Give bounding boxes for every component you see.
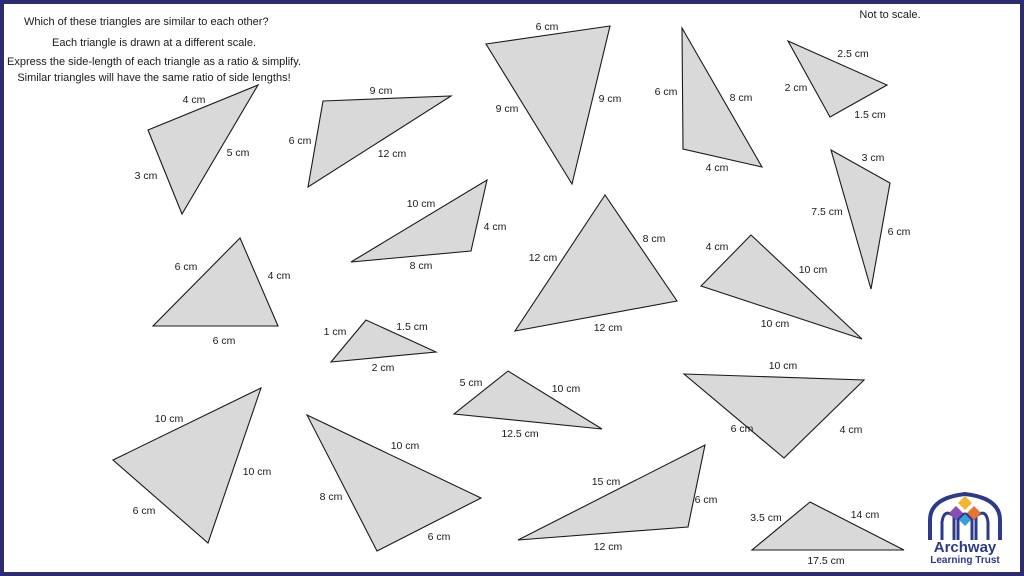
side-length-label: 5 cm [227, 147, 250, 159]
triangle-15: 10 cm 8 cm 6 cm [305, 413, 483, 552]
triangle-shape [112, 386, 262, 544]
side-length-label: 5 cm [460, 377, 483, 389]
triangle-3: 6 cm 9 cm 9 cm [485, 21, 622, 186]
triangle-11: 1 cm 1.5 cm 2 cm [324, 319, 439, 374]
side-length-label: 8 cm [730, 92, 753, 104]
side-length-label: 4 cm [706, 241, 729, 253]
side-length-label: 4 cm [484, 221, 507, 233]
side-length-label: 17.5 cm [807, 555, 845, 567]
instruction-ratio: Express the side-length of each triangle… [7, 56, 301, 68]
triangle-7: 3 cm 7.5 cm 6 cm [811, 148, 911, 290]
side-length-label: 3 cm [135, 170, 158, 182]
side-length-label: 9 cm [496, 103, 519, 115]
side-length-label: 8 cm [320, 491, 343, 503]
triangle-16: 15 cm 6 cm 12 cm [517, 443, 718, 553]
side-length-label: 12.5 cm [501, 428, 539, 440]
side-length-label: 14 cm [851, 509, 880, 521]
side-length-label: 9 cm [370, 85, 393, 97]
side-length-label: 6 cm [289, 135, 312, 147]
triangle-6: 10 cm 4 cm 8 cm [350, 178, 507, 272]
triangle-shape [307, 95, 454, 189]
side-length-label: 12 cm [529, 252, 558, 264]
side-length-label: 2 cm [785, 82, 808, 94]
triangle-shape [830, 148, 891, 290]
triangle-shape [750, 501, 905, 551]
archway-logo: Archway Learning Trust [920, 490, 1010, 570]
side-length-label: 7.5 cm [811, 206, 843, 218]
triangle-1: 4 cm 5 cm 3 cm [135, 83, 260, 216]
side-length-label: 10 cm [552, 383, 581, 395]
triangle-shape [517, 443, 706, 541]
triangle-13: 5 cm 10 cm 12.5 cm [452, 370, 603, 440]
side-length-label: 8 cm [410, 260, 433, 272]
side-length-label: 10 cm [155, 413, 184, 425]
logo-name: Archway [933, 539, 997, 556]
side-length-label: 6 cm [175, 261, 198, 273]
side-length-label: 12 cm [378, 148, 407, 160]
triangle-shape [699, 234, 863, 340]
triangle-shape [485, 25, 611, 186]
side-length-label: 10 cm [769, 360, 798, 372]
question-text: Which of these triangles are similar to … [24, 16, 269, 28]
triangle-shape [681, 25, 764, 168]
triangle-2: 9 cm 12 cm 6 cm [289, 85, 454, 189]
logo-subtitle: Learning Trust [930, 555, 1000, 566]
triangle-shape [682, 373, 866, 459]
side-length-label: 4 cm [840, 424, 863, 436]
side-length-label: 1.5 cm [854, 109, 886, 121]
side-length-label: 6 cm [428, 531, 451, 543]
side-length-label: 8 cm [643, 233, 666, 245]
side-length-label: 2 cm [372, 362, 395, 374]
scale-note: Each triangle is drawn at a different sc… [51, 37, 257, 49]
not-to-scale-note: Not to scale. [859, 9, 921, 21]
triangle-shape [329, 319, 439, 363]
side-length-label: 4 cm [183, 94, 206, 106]
side-length-label: 1 cm [324, 326, 347, 338]
side-length-label: 10 cm [243, 466, 272, 478]
slide-canvas: Which of these triangles are similar to … [4, 4, 1020, 572]
side-length-label: 10 cm [407, 198, 436, 210]
triangle-17: 3.5 cm 14 cm 17.5 cm [750, 501, 905, 567]
side-length-label: 9 cm [599, 93, 622, 105]
triangle-shape [786, 39, 889, 118]
triangle-9: 8 cm 12 cm 12 cm [513, 194, 678, 334]
side-length-label: 15 cm [592, 476, 621, 488]
side-length-label: 4 cm [706, 162, 729, 174]
side-length-label: 6 cm [695, 494, 718, 506]
side-length-label: 12 cm [594, 541, 623, 553]
triangle-5: 2.5 cm 2 cm 1.5 cm [785, 39, 889, 121]
triangle-10: 4 cm 10 cm 10 cm [699, 234, 863, 340]
triangle-8: 6 cm 4 cm 6 cm [151, 237, 291, 347]
side-length-label: 4 cm [268, 270, 291, 282]
triangle-shape [350, 178, 488, 263]
triangle-shape [147, 83, 260, 216]
triangle-12: 10 cm 6 cm 4 cm [682, 360, 866, 459]
side-length-label: 2.5 cm [837, 48, 869, 60]
side-length-label: 6 cm [888, 226, 911, 238]
side-length-label: 12 cm [594, 322, 623, 334]
instruction-similar: Similar triangles will have the same rat… [17, 72, 291, 84]
side-length-label: 1.5 cm [396, 321, 428, 333]
side-length-label: 10 cm [391, 440, 420, 452]
side-length-label: 6 cm [213, 335, 236, 347]
side-length-label: 10 cm [799, 264, 828, 276]
triangle-shape [452, 370, 603, 430]
triangle-14: 10 cm 10 cm 6 cm [112, 386, 272, 544]
archway-arch-icon [928, 491, 1002, 540]
side-length-label: 6 cm [731, 423, 754, 435]
triangle-shape [305, 413, 483, 552]
triangle-shape [513, 194, 678, 332]
side-length-label: 6 cm [133, 505, 156, 517]
side-length-label: 3.5 cm [750, 512, 782, 524]
side-length-label: 10 cm [761, 318, 790, 330]
side-length-label: 6 cm [536, 21, 559, 33]
triangle-shape [151, 237, 279, 327]
side-length-label: 6 cm [655, 86, 678, 98]
side-length-label: 3 cm [862, 152, 885, 164]
triangle-4: 6 cm 8 cm 4 cm [655, 25, 764, 174]
